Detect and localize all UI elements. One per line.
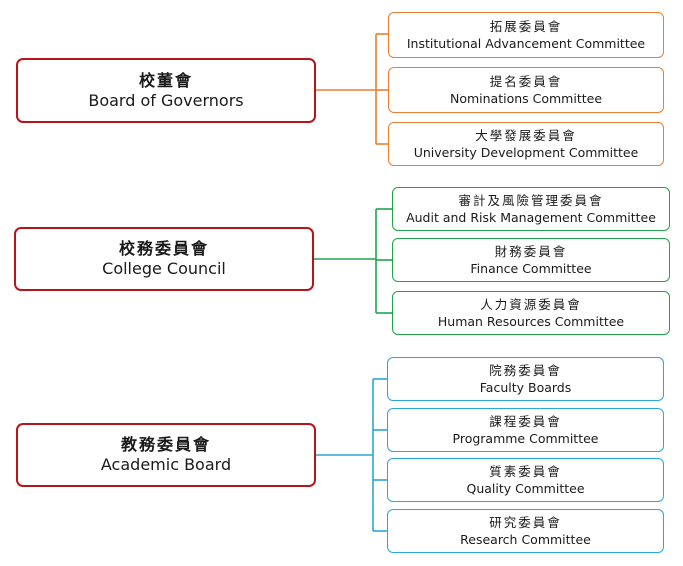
committee-name-en: Audit and Risk Management Committee bbox=[406, 210, 656, 225]
main-title-zh: 教務委員會 bbox=[120, 435, 211, 454]
main-title-en: Academic Board bbox=[100, 455, 232, 474]
committee-name-zh: 課程委員會 bbox=[489, 414, 562, 429]
group2-connectors bbox=[314, 208, 392, 314]
committee-name-zh: 質素委員會 bbox=[489, 464, 562, 479]
nominations-committee-box: 提名委員會 Nominations Committee bbox=[388, 67, 664, 113]
committee-name-zh: 拓展委員會 bbox=[489, 19, 563, 34]
main-title-en: Board of Governors bbox=[88, 90, 244, 110]
committee-name-zh: 人力資源委員會 bbox=[480, 297, 582, 312]
committee-name-en: Research Committee bbox=[460, 532, 591, 547]
university-development-committee-box: 大學發展委員會 University Development Committee bbox=[388, 122, 664, 166]
committee-name-zh: 財務委員會 bbox=[494, 244, 568, 259]
committee-name-zh: 院務委員會 bbox=[489, 363, 562, 378]
board-of-governors-box: 校董會 Board of Governors bbox=[16, 58, 316, 123]
committee-name-en: Nominations Committee bbox=[449, 91, 603, 106]
main-title-zh: 校董會 bbox=[138, 70, 193, 90]
committee-name-zh: 大學發展委員會 bbox=[475, 128, 577, 143]
main-title-zh: 校務委員會 bbox=[118, 239, 209, 258]
committee-name-en: Human Resources Committee bbox=[437, 314, 625, 329]
academic-board-box: 教務委員會 Academic Board bbox=[16, 423, 316, 487]
group3-connectors bbox=[316, 378, 387, 532]
committee-name-en: Finance Committee bbox=[470, 261, 592, 276]
main-title-en: College Council bbox=[102, 259, 226, 278]
committee-name-en: Quality Committee bbox=[466, 481, 585, 496]
human-resources-committee-box: 人力資源委員會 Human Resources Committee bbox=[392, 291, 670, 335]
college-council-box: 校務委員會 College Council bbox=[14, 227, 314, 291]
institutional-advancement-committee-box: 拓展委員會 Institutional Advancement Committe… bbox=[388, 12, 664, 58]
audit-and-risk-management-committee-box: 審計及風險管理委員會 Audit and Risk Management Com… bbox=[392, 187, 670, 231]
committee-name-zh: 研究委員會 bbox=[489, 515, 562, 530]
committee-name-en: Programme Committee bbox=[452, 431, 599, 446]
committee-name-en: University Development Committee bbox=[413, 145, 639, 160]
committee-name-en: Institutional Advancement Committee bbox=[406, 36, 646, 51]
committee-name-zh: 審計及風險管理委員會 bbox=[458, 193, 604, 208]
committee-name-en: Faculty Boards bbox=[479, 380, 572, 395]
group1-connectors bbox=[316, 33, 388, 145]
committee-name-zh: 提名委員會 bbox=[489, 74, 563, 89]
programme-committee-box: 課程委員會 Programme Committee bbox=[387, 408, 664, 452]
quality-committee-box: 質素委員會 Quality Committee bbox=[387, 458, 664, 502]
finance-committee-box: 財務委員會 Finance Committee bbox=[392, 238, 670, 282]
research-committee-box: 研究委員會 Research Committee bbox=[387, 509, 664, 553]
faculty-boards-box: 院務委員會 Faculty Boards bbox=[387, 357, 664, 401]
